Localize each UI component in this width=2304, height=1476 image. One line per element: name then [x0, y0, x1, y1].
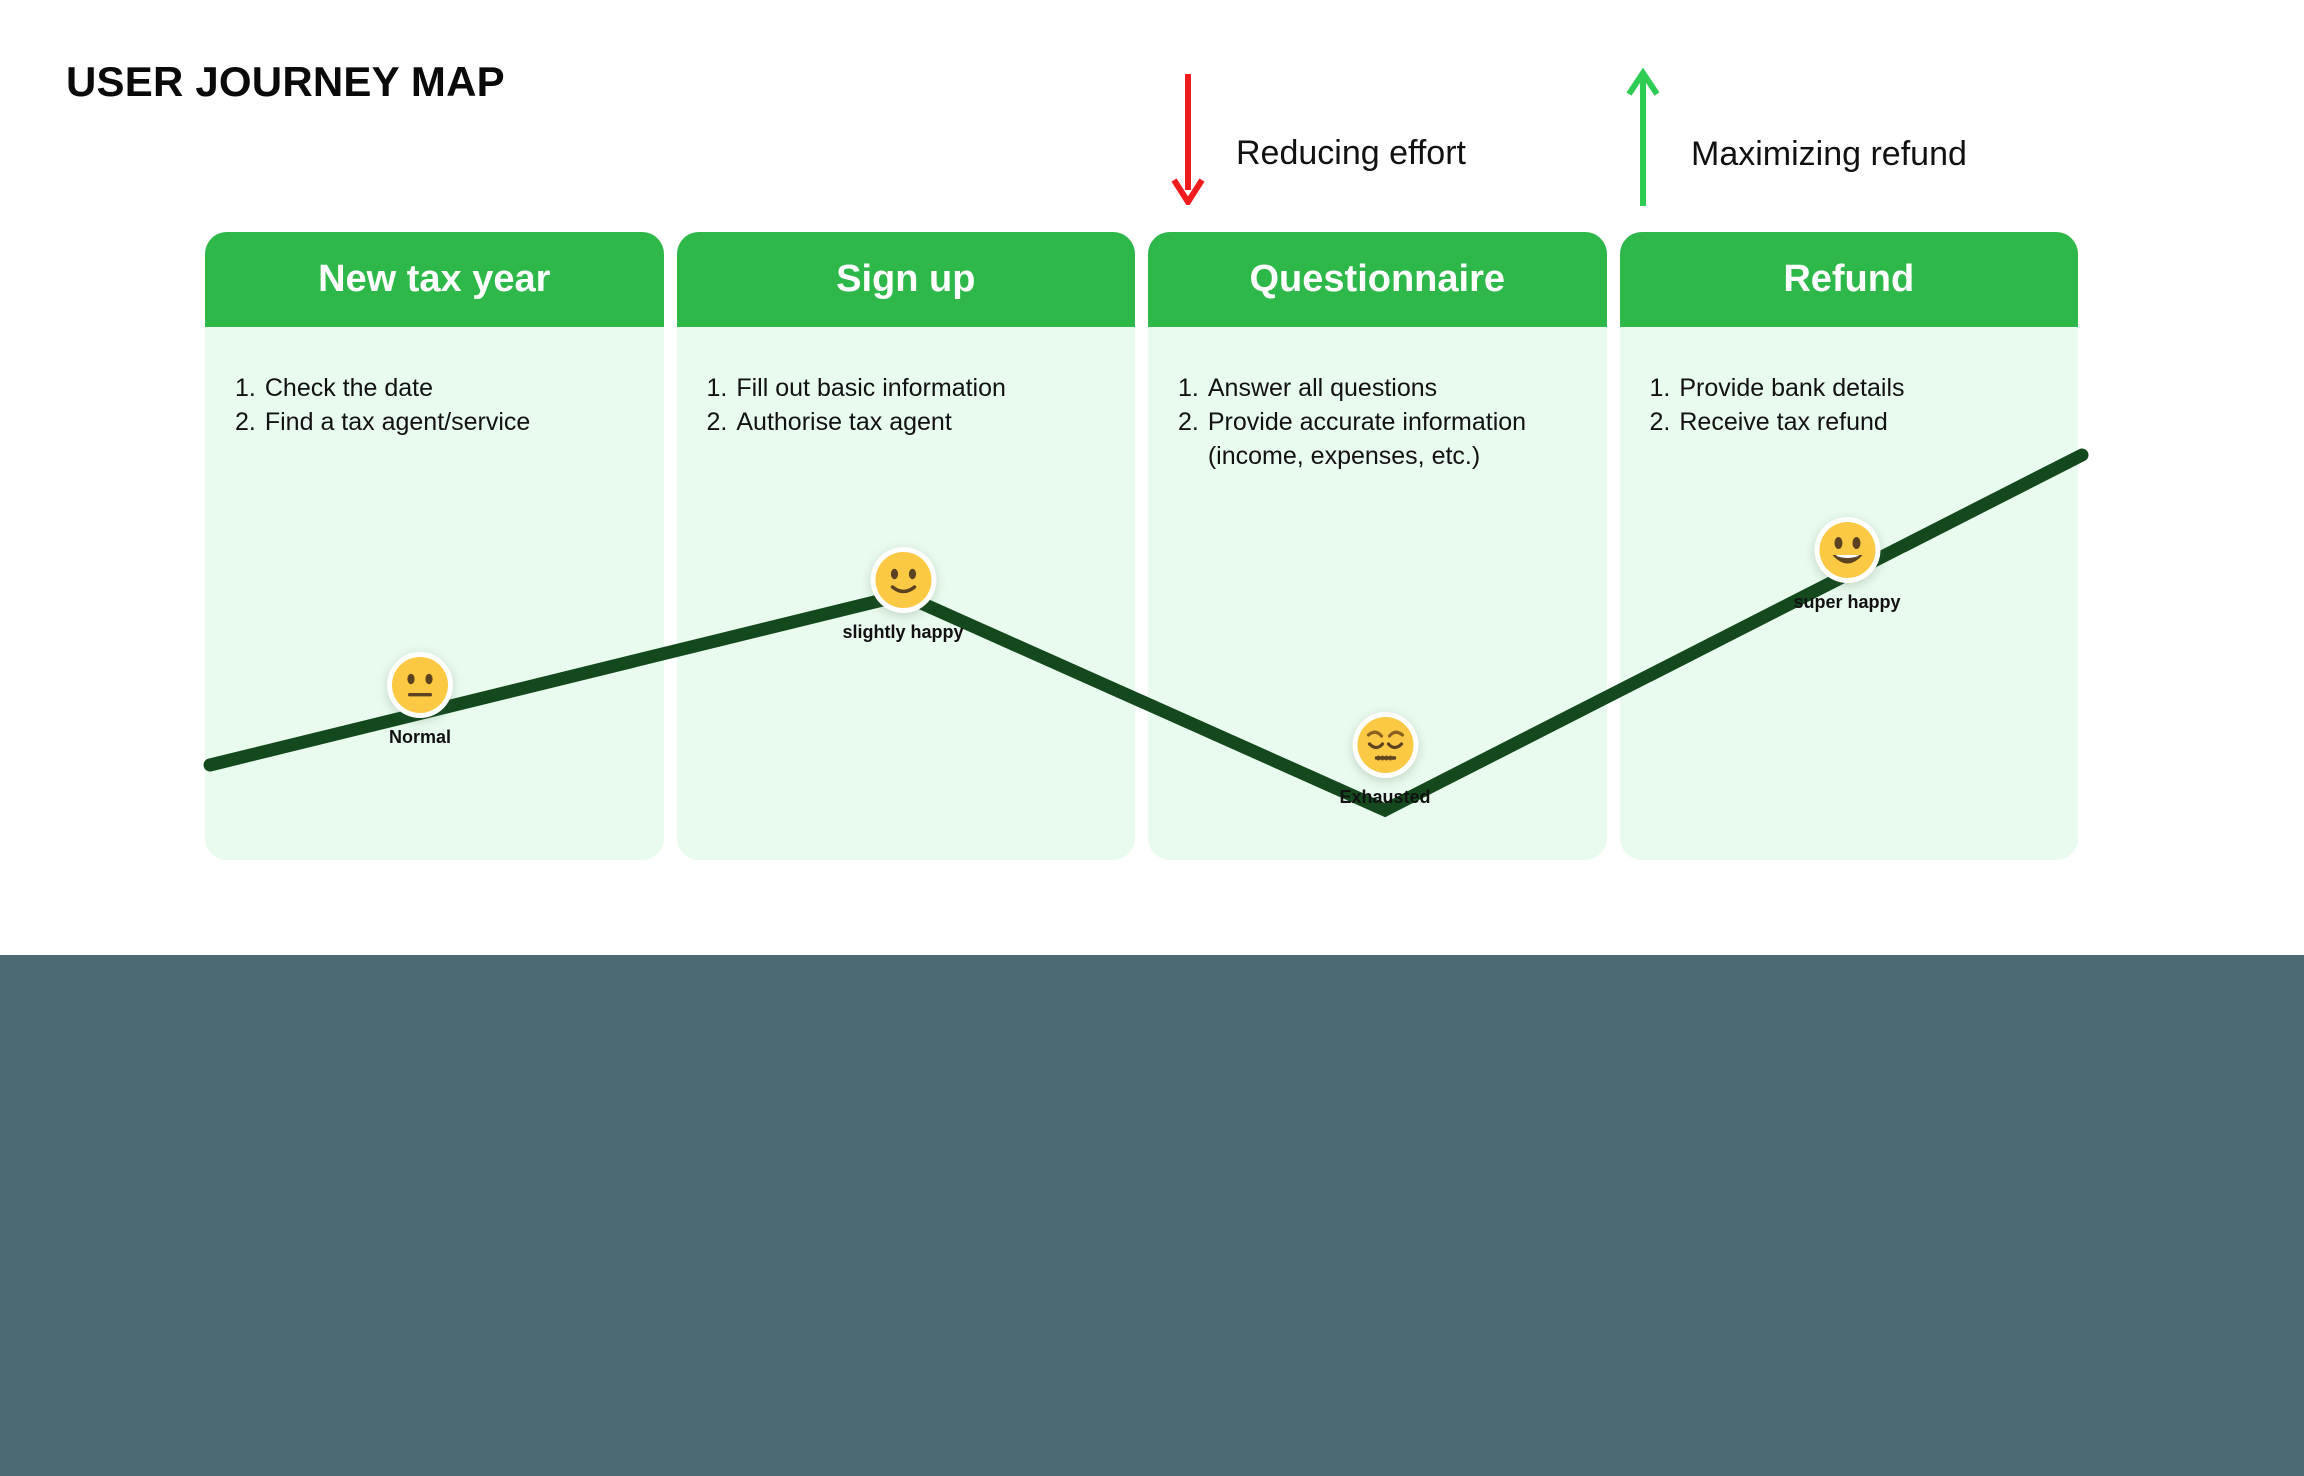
mood-bubble — [1814, 517, 1880, 583]
card-step-text: Fill out basic information — [736, 374, 1006, 402]
mood-marker-slightly-happy[interactable]: slightly happy — [842, 547, 964, 643]
card-step-number: 2. — [1178, 408, 1199, 436]
mood-label: super happy — [1793, 592, 1901, 612]
card-step-text: Provide accurate information (income, ex… — [1207, 408, 1527, 470]
mood-bubble — [870, 547, 936, 613]
card-title: Sign up — [836, 258, 976, 300]
card-step: 2. Authorise tax agent — [707, 405, 1106, 439]
neutral-face-icon — [392, 657, 448, 713]
mood-marker-exhausted[interactable]: Exhausted — [1339, 712, 1431, 808]
footer-band — [0, 955, 2304, 1476]
annotation-label-maximizing-refund: Maximizing refund — [1691, 134, 1967, 173]
mood-marker-normal[interactable]: Normal — [387, 652, 453, 748]
card-body: 1. Check the date 2. Find a tax agent/se… — [205, 327, 664, 860]
card-step-text: Authorise tax agent — [736, 408, 952, 436]
card-step-number: 1. — [706, 374, 728, 402]
card-title: New tax year — [318, 258, 551, 300]
page-title: USER JOURNEY MAP — [66, 58, 505, 105]
card-step: 2. Find a tax agent/service — [235, 405, 634, 439]
annotation-label-reducing-effort: Reducing effort — [1236, 134, 1466, 172]
card-step: 1. Provide bank details — [1650, 371, 2049, 405]
card-body: 1. Fill out basic information 2. Authori… — [677, 327, 1136, 860]
annotation-reducing-effort: Reducing effort — [1171, 72, 1466, 205]
card-body: 1. Provide bank details 2. Receive tax r… — [1620, 327, 2079, 860]
arrow-up-icon — [1626, 68, 1660, 206]
mood-label: Exhausted — [1339, 787, 1431, 807]
card-step-number: 1. — [235, 374, 256, 402]
card-step: 1. Check the date — [235, 371, 634, 405]
card-step: 1. Answer all questions — [1178, 371, 1577, 405]
mood-bubble — [387, 652, 453, 718]
card-header: Refund — [1619, 232, 2078, 327]
card-step-text: Answer all questions — [1207, 374, 1438, 402]
card-step-text: Receive tax refund — [1679, 408, 1888, 436]
card-step: 1. Fill out basic information — [707, 371, 1106, 405]
journey-card-sign-up[interactable]: Sign up 1. Fill out basic information 2.… — [676, 232, 1136, 860]
mood-label: slightly happy — [842, 622, 964, 642]
card-header: Sign up — [676, 232, 1135, 327]
card-step-number: 1. — [1178, 374, 1199, 402]
card-header: New tax year — [205, 232, 664, 327]
mood-marker-super-happy[interactable]: super happy — [1793, 517, 1901, 613]
tired-face-icon — [1357, 717, 1413, 773]
card-step-number: 2. — [1649, 408, 1671, 436]
card-step: 2. Receive tax refund — [1650, 405, 2049, 439]
card-step-number: 2. — [235, 408, 256, 436]
card-step-text: Provide bank details — [1679, 374, 1905, 402]
card-step: 2. Provide accurate information (income,… — [1178, 405, 1577, 473]
card-title: Questionnaire — [1249, 258, 1506, 300]
arrow-down-icon — [1171, 74, 1205, 205]
card-step-number: 2. — [706, 408, 728, 436]
card-step-text: Check the date — [264, 374, 434, 402]
annotation-maximizing-refund: Maximizing refund — [1626, 68, 1967, 208]
slightly-smiling-face-icon — [875, 552, 931, 608]
card-header: Questionnaire — [1148, 232, 1607, 327]
card-step-text: Find a tax agent/service — [264, 408, 531, 436]
card-title: Refund — [1783, 258, 1915, 300]
journey-card-new-tax-year[interactable]: New tax year 1. Check the date 2. Find a… — [205, 232, 664, 860]
grinning-face-icon — [1819, 522, 1875, 578]
mood-bubble — [1352, 712, 1418, 778]
card-step-number: 1. — [1649, 374, 1671, 402]
mood-label: Normal — [388, 727, 451, 747]
